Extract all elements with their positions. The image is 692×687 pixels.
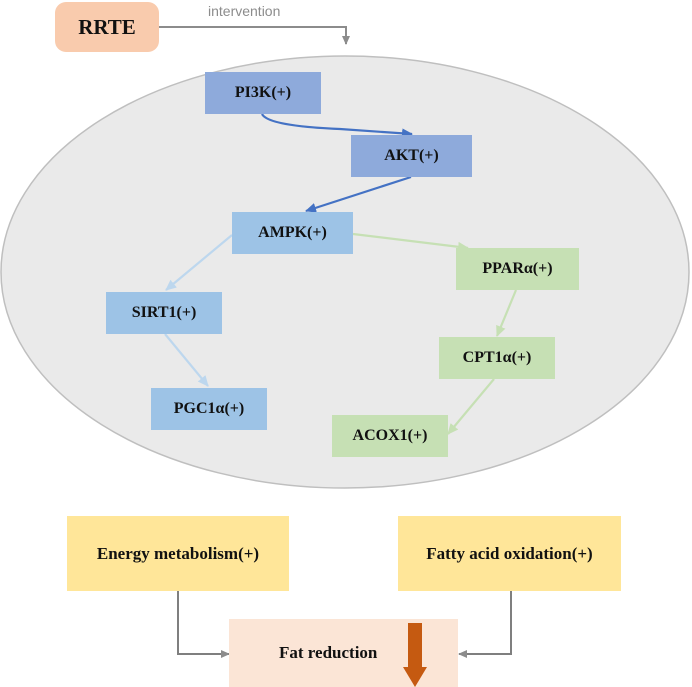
arrow-sirt1-pgc1a bbox=[164, 333, 209, 387]
arrow-ppara-cpt1a bbox=[495, 289, 518, 337]
intervention-arrow bbox=[159, 26, 350, 45]
acox1-node: ACOX1(+) bbox=[332, 415, 448, 457]
ppara-node: PPARα(+) bbox=[456, 248, 579, 290]
arrow-ampk-sirt1 bbox=[165, 234, 233, 291]
arrow-energy-fat bbox=[177, 591, 230, 658]
cell-ellipse bbox=[0, 55, 690, 489]
pi3k-node: PI3K(+) bbox=[205, 72, 321, 114]
decrease-arrow-icon bbox=[403, 623, 427, 687]
arrow-fatty-fat bbox=[458, 591, 512, 658]
arrow-akt-ampk bbox=[305, 175, 412, 213]
fatty-acid-oxidation-box: Fatty acid oxidation(+) bbox=[398, 516, 621, 591]
ampk-node: AMPK(+) bbox=[232, 212, 353, 254]
intervention-label: intervention bbox=[208, 3, 281, 19]
cpt1a-node: CPT1α(+) bbox=[439, 337, 555, 379]
pgc1a-node: PGC1α(+) bbox=[151, 388, 267, 430]
arrow-ampk-ppara bbox=[352, 232, 469, 252]
arrow-cpt1a-acox1 bbox=[447, 378, 495, 435]
sirt1-node: SIRT1(+) bbox=[106, 292, 222, 334]
energy-metabolism-box: Energy metabolism(+) bbox=[67, 516, 289, 591]
arrow-pi3k-akt bbox=[261, 113, 413, 139]
akt-node: AKT(+) bbox=[351, 135, 472, 177]
rrte-box: RRTE bbox=[55, 2, 159, 52]
